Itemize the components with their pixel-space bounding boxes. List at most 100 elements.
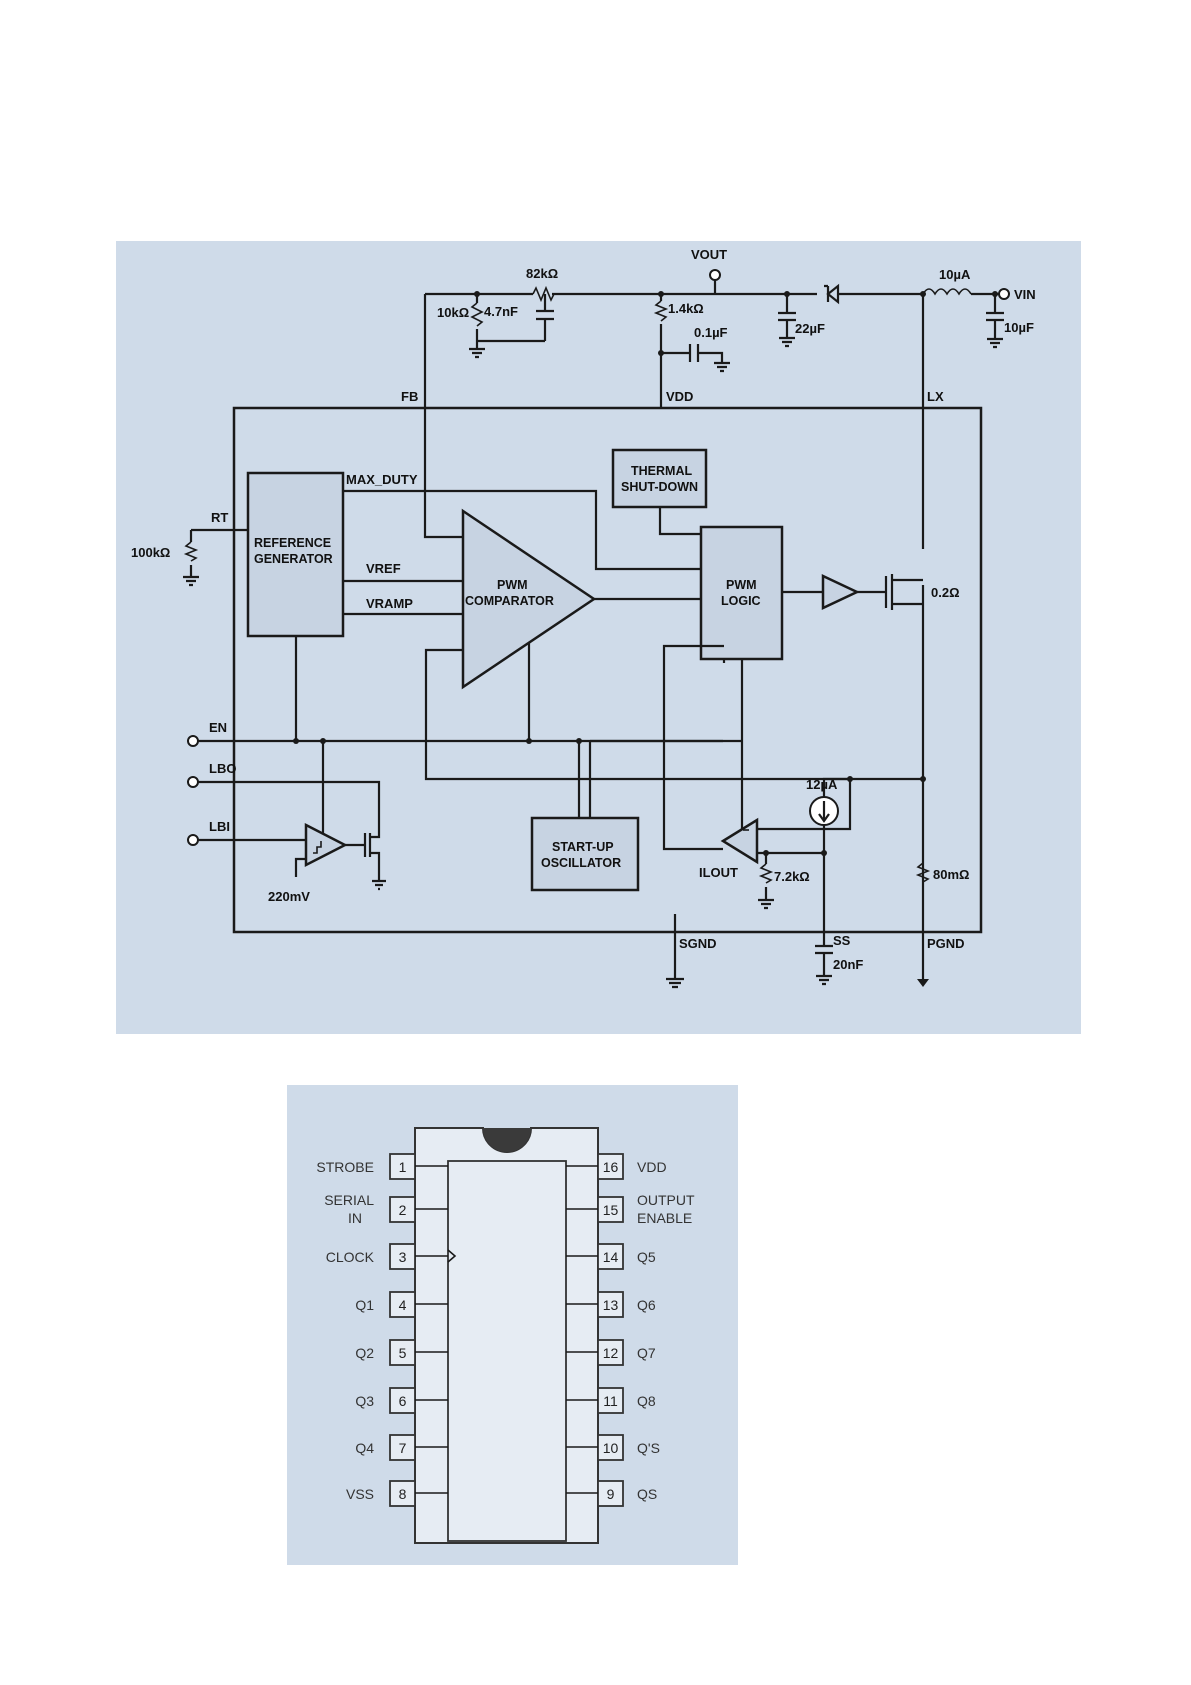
pin-label: STROBE	[316, 1159, 374, 1175]
pin-label-line2: IN	[348, 1210, 362, 1226]
pin-number: 2	[399, 1202, 407, 1218]
pin-lbo-label: LBO	[209, 761, 236, 776]
reference-generator-block	[246, 471, 345, 638]
pin-number: 8	[399, 1486, 407, 1502]
pin-row-1: 1 STROBE	[316, 1153, 448, 1180]
vdd-network-wires	[659, 294, 724, 408]
pin-number: 7	[399, 1440, 407, 1456]
label-10u: 10µF	[1004, 320, 1034, 335]
capacitor-10u	[986, 294, 1004, 349]
ground-icon	[714, 361, 730, 373]
pwm-logic-line2: LOGIC	[721, 594, 761, 608]
pin-ss-label: SS	[833, 933, 851, 948]
pin-row-6: 6 Q3	[355, 1387, 448, 1414]
pin-row-16: 16 VDD	[566, 1153, 667, 1180]
ilout-minus-wire	[757, 779, 852, 831]
lbi-terminal	[187, 834, 199, 846]
rt-ground-wire	[183, 530, 199, 587]
label-0u2: 0.2Ω	[931, 585, 960, 600]
pin-label: Q6	[637, 1297, 656, 1313]
pin-label: Q3	[355, 1393, 374, 1409]
package-notch-icon	[483, 1128, 531, 1152]
vramp-label: VRAMP	[366, 596, 413, 611]
resistor-80m	[915, 862, 931, 883]
label-0u1: 0.1µF	[694, 325, 728, 340]
ilout-amplifier-triangle	[720, 817, 759, 865]
pin-label: Q'S	[637, 1440, 660, 1456]
gate-driver-triangle	[821, 574, 860, 610]
capacitor-22u	[778, 294, 796, 348]
thermal-wire	[658, 507, 701, 536]
lbo-terminal	[187, 776, 199, 788]
max-duty-wire	[343, 489, 701, 571]
pwm-logic-block	[699, 525, 784, 661]
power-mosfet-icon	[884, 574, 923, 610]
thermal-line2: SHUT-DOWN	[621, 480, 698, 494]
pin-row-12: 12 Q7	[566, 1339, 656, 1366]
pin-number: 15	[603, 1202, 619, 1218]
ilout-label: ILOUT	[699, 865, 738, 880]
dip-package-body	[414, 1127, 599, 1544]
ic-die-rect	[447, 1160, 567, 1542]
label-22u: 22µF	[795, 321, 825, 336]
lbo-wire	[198, 780, 381, 819]
pin-label: Q4	[355, 1440, 374, 1456]
pin-number: 14	[603, 1249, 619, 1265]
lbo-transistor-icon	[345, 819, 386, 891]
ground-icon	[469, 341, 485, 359]
label-1k4: 1.4kΩ	[668, 301, 704, 316]
r7k2-wires	[758, 853, 774, 910]
pin-lx-label: LX	[927, 389, 944, 404]
boost-converter-schematic: 82kΩ FB 10kΩ 4.7nF VOUT 1.4kΩ 0.1µF VDD …	[116, 241, 1081, 1034]
schottky-diode-icon	[824, 283, 840, 305]
pin-fb-label: FB	[401, 389, 418, 404]
pin-label: SERIAL	[324, 1192, 374, 1208]
resistor-82k	[532, 285, 555, 303]
pin-row-7: 7 Q4	[355, 1434, 448, 1461]
startup-line2: OSCILLATOR	[541, 856, 621, 870]
pin-row-11: 11 Q8	[566, 1387, 656, 1414]
capacitor-4n7	[536, 309, 554, 321]
pin-label: Q1	[355, 1297, 374, 1313]
pin-vdd-label: VDD	[666, 389, 693, 404]
pin-number: 10	[603, 1440, 619, 1456]
label-80m: 80mΩ	[933, 867, 969, 882]
startup-oscillator-block	[530, 816, 640, 892]
pin-en-label: EN	[209, 720, 227, 735]
pin-label: VDD	[637, 1159, 667, 1175]
thermal-shutdown-block	[611, 448, 708, 509]
pin-label: VSS	[346, 1486, 374, 1502]
pin-number: 13	[603, 1297, 619, 1313]
pin-label: OUTPUT	[637, 1192, 695, 1208]
vout-label: VOUT	[691, 247, 727, 262]
vref-label: VREF	[366, 561, 401, 576]
max-duty-label: MAX_DUTY	[346, 472, 418, 487]
pin-number: 11	[603, 1393, 618, 1409]
ref-gen-line1: REFERENCE	[254, 536, 331, 550]
pin-number: 9	[607, 1486, 615, 1502]
en-terminal	[187, 735, 199, 747]
pin-number: 6	[399, 1393, 407, 1409]
ss-capacitor	[815, 853, 833, 986]
pin-number: 3	[399, 1249, 407, 1265]
label-220mv: 220mV	[268, 889, 310, 904]
pin-rt-label: RT	[211, 510, 228, 525]
pin-row-9: 9 QS	[566, 1480, 657, 1507]
ic-package-outline	[232, 406, 983, 934]
pin-sgnd-label: SGND	[679, 936, 717, 951]
vin-label: VIN	[1014, 287, 1036, 302]
pin-label: Q7	[637, 1345, 656, 1361]
pin-row-5: 5 Q2	[355, 1339, 448, 1366]
resistor-7k2	[758, 863, 774, 884]
pin-row-14: 14 Q5	[566, 1243, 656, 1270]
pin-row-2: 2 SERIAL IN	[324, 1192, 448, 1226]
pin-row-10: 10 Q'S	[566, 1434, 660, 1461]
pgnd-arrow-icon	[917, 979, 929, 987]
fb-divider-wires	[475, 294, 547, 343]
dip16-pinout-diagram: 1 STROBE 2 SERIAL IN 3 CLOCK 4 Q1 5 Q2 6…	[287, 1085, 738, 1565]
resistor-10k	[470, 302, 484, 327]
pin-label: Q8	[637, 1393, 656, 1409]
vout-terminal	[709, 269, 721, 281]
pin-number: 16	[603, 1159, 619, 1175]
label-7k2: 7.2kΩ	[774, 869, 810, 884]
